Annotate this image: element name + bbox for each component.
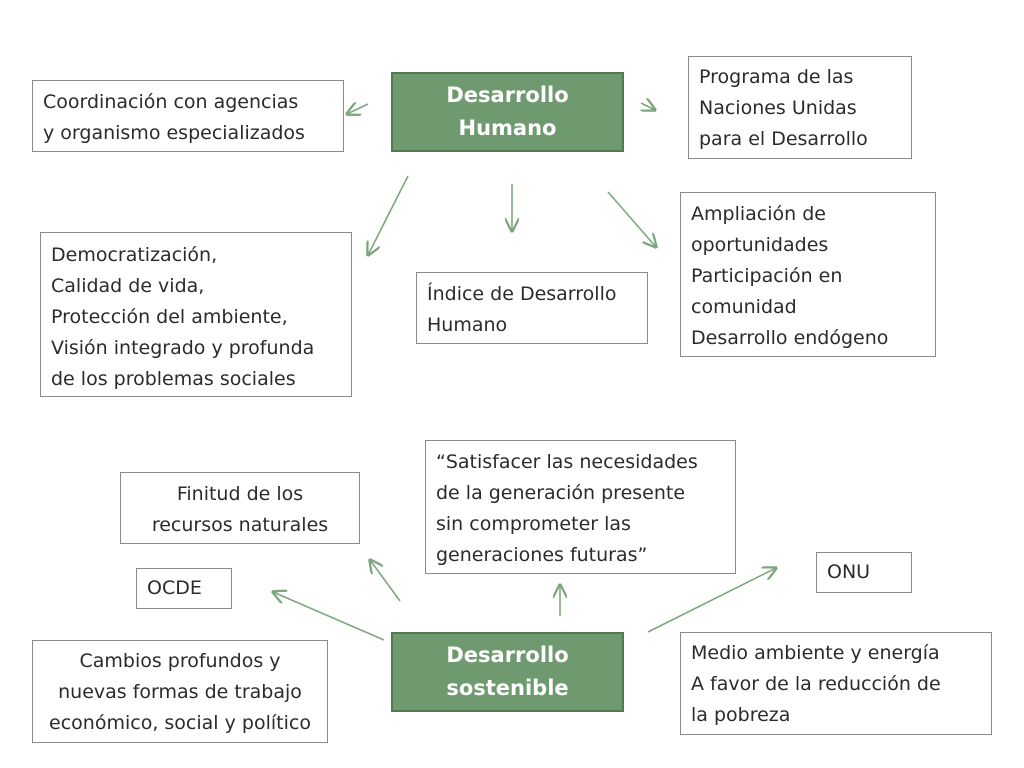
arrow-to-finitude [370, 560, 401, 602]
node-quote: “Satisfacer las necesidades de la genera… [425, 440, 736, 574]
node-un: ONU [816, 552, 912, 593]
arrow-to-opportunities [607, 191, 656, 247]
hub-desarrollo-humano: Desarrollo Humano [391, 72, 624, 152]
node-changes: Cambios profundos y nuevas formas de tra… [32, 640, 328, 743]
arrow-to-democratization [368, 175, 409, 255]
arrow-to-oecd [273, 592, 385, 641]
node-democratization: Democratización, Calidad de vida, Protec… [40, 232, 352, 397]
node-hdi: Índice de Desarrollo Humano [416, 272, 648, 344]
node-environment: Medio ambiente y energía A favor de la r… [680, 632, 992, 735]
arrow-to-undp [641, 103, 655, 110]
hub-desarrollo-sostenible: Desarrollo sostenible [391, 632, 624, 712]
node-oecd: OCDE [136, 568, 232, 609]
arrow-to-un [647, 568, 776, 633]
node-opportunities: Ampliación de oportunidades Participació… [680, 192, 936, 357]
node-undp: Programa de las Naciones Unidas para el … [688, 56, 912, 159]
node-coordination: Coordinación con agencias y organismo es… [32, 80, 344, 152]
node-finitude: Finitud de los recursos naturales [120, 472, 360, 544]
arrow-to-coordination [347, 104, 369, 114]
